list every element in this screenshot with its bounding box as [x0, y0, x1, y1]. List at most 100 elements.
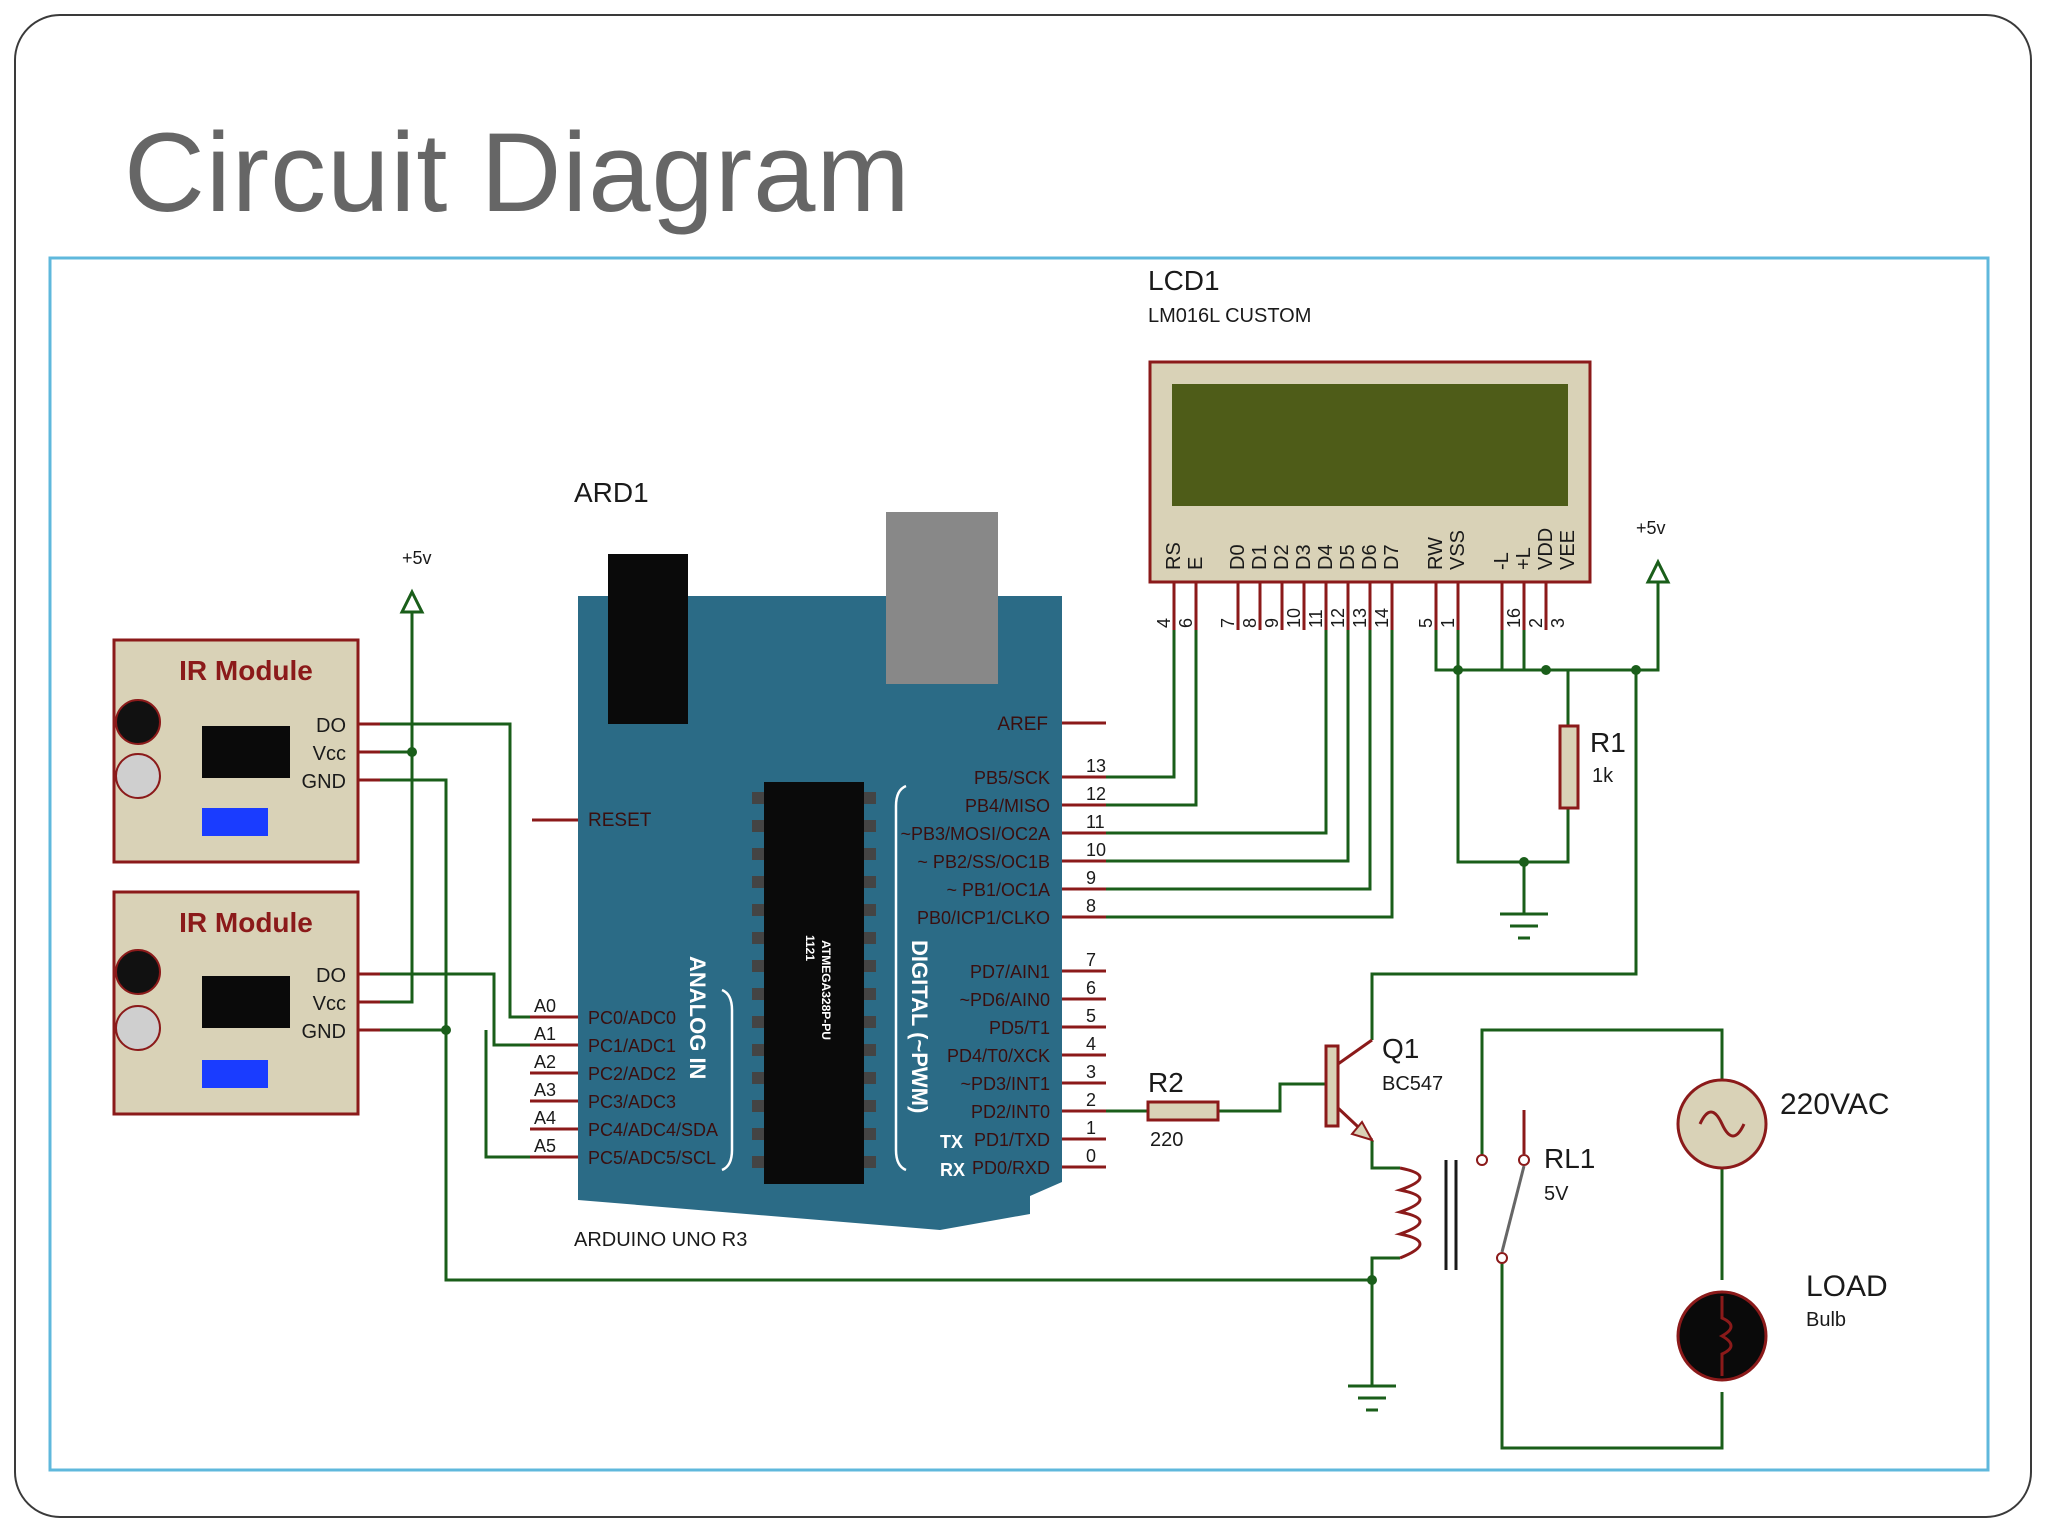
- r2-body: [1146, 1100, 1220, 1122]
- bulb-filament: [1718, 1296, 1733, 1376]
- analog-header: ANALOG IN: [685, 956, 710, 1079]
- ac-sine: [1698, 1110, 1746, 1138]
- lcd-pin-label: D4: [1315, 544, 1337, 570]
- load-bulb: LOAD Bulb: [1676, 1270, 1888, 1382]
- slide-title: Circuit Diagram: [124, 110, 911, 235]
- ir-trimmer: [202, 808, 268, 836]
- ir-emitter: [115, 949, 161, 995]
- arduino-board-name: ARDUINO UNO R3: [574, 1229, 747, 1251]
- lcd-pin-number: 13: [1350, 608, 1370, 628]
- lcd-ref: LCD1: [1148, 265, 1220, 296]
- relay-ref: RL1: [1544, 1143, 1595, 1174]
- lcd-module: LCD1 LM016L CUSTOM RS E D0 D1 D2 D3 D4 D…: [1148, 265, 1592, 630]
- digital-pin-label: PD7/AIN1: [970, 962, 1050, 982]
- r2-ref: R2: [1148, 1067, 1184, 1098]
- wires: [380, 582, 1724, 1450]
- lcd-pin-label: E: [1185, 557, 1207, 570]
- lcd-pin-number: 14: [1372, 608, 1392, 628]
- relay-contact: [1476, 1154, 1488, 1166]
- analog-pin-number: A3: [534, 1080, 556, 1100]
- chip-pins: [752, 792, 876, 1168]
- analog-pin-leads: [530, 1015, 578, 1159]
- analog-pin-number: A4: [534, 1108, 556, 1128]
- ac-label: 220VAC: [1780, 1088, 1890, 1121]
- analog-pin-number: A0: [534, 996, 556, 1016]
- analog-pin-number: A2: [534, 1052, 556, 1072]
- analog-pin-label: PC2/ADC2: [588, 1064, 676, 1084]
- lcd-pin-number: 2: [1526, 618, 1546, 628]
- digital-pin-label: PB0/ICP1/CLKO: [917, 908, 1050, 928]
- lcd-pin-number: 10: [1284, 608, 1304, 628]
- digital-pin-number: 13: [1086, 756, 1106, 776]
- lcd-pin-label: D7: [1381, 544, 1403, 570]
- power-label: +5v: [1636, 518, 1666, 538]
- digital-pins: PB5/SCK PB4/MISO ~PB3/MOSI/OC2A ~ PB2/SS…: [900, 768, 1050, 1178]
- ir-pin-label: DO: [316, 965, 346, 987]
- digital-pin-label: PB5/SCK: [974, 768, 1050, 788]
- rx-label: RX: [940, 1160, 965, 1180]
- digital-pin-numbers: 13 12 11 10 9 8 7 6 5 4 3 2 1 0: [1086, 756, 1106, 1166]
- ir-pin-label: GND: [302, 1021, 346, 1043]
- digital-pin-number: 7: [1086, 950, 1096, 970]
- ir-module-2: IR Module DO Vcc GND: [112, 890, 360, 1116]
- digital-pin-label: PD4/T0/XCK: [947, 1046, 1050, 1066]
- digital-pin-leads: [1062, 775, 1106, 1169]
- lcd-pin-label: VEE: [1557, 530, 1579, 570]
- ir-pin-leads: [358, 722, 380, 1032]
- lcd-pin-number: 8: [1240, 618, 1260, 628]
- relay-contact: [1496, 1252, 1508, 1264]
- lcd-pin-label: -L: [1491, 552, 1513, 570]
- lcd-pin-number: 1: [1438, 618, 1458, 628]
- resistor-r2: R2 220: [1146, 1067, 1220, 1151]
- q1-base-bar: [1324, 1044, 1340, 1128]
- reset-label: RESET: [588, 810, 652, 831]
- lcd-pin-number: 7: [1218, 618, 1238, 628]
- digital-pin-label: ~PD3/INT1: [960, 1074, 1050, 1094]
- chip-name: ATMEGA328P-PU: [819, 940, 833, 1040]
- digital-pin-number: 2: [1086, 1090, 1096, 1110]
- relay-switch-arm: [1500, 1165, 1526, 1253]
- ac-source: 220VAC: [1676, 1078, 1890, 1170]
- r2-value: 220: [1150, 1129, 1183, 1151]
- digital-pin-number: 4: [1086, 1034, 1096, 1054]
- relay-coil: [1394, 1166, 1422, 1260]
- lcd-screen: [1172, 384, 1568, 506]
- ir-module-title: IR Module: [179, 655, 313, 686]
- lcd-pin-label: D6: [1359, 544, 1381, 570]
- lcd-pin-number: 11: [1306, 609, 1326, 628]
- ir-pin-label: Vcc: [313, 993, 346, 1015]
- ir-receiver: [115, 1005, 161, 1051]
- lcd-pin-label: D2: [1271, 544, 1293, 570]
- usb-connector: [886, 512, 998, 684]
- ir-pin-label: GND: [302, 771, 346, 793]
- lcd-model: LM016L CUSTOM: [1148, 305, 1311, 327]
- transistor-q1: Q1 BC547: [1324, 1033, 1443, 1142]
- digital-pin-label: PD2/INT0: [971, 1102, 1050, 1122]
- analog-pin-label: PC4/ADC4/SDA: [588, 1120, 718, 1140]
- lcd-pin-numbers: 4 6 7 8 9 10 11 12 13 14 5 1 16 2 3: [1154, 608, 1568, 628]
- lcd-pin-number: 16: [1504, 608, 1524, 628]
- digital-pin-label: PD5/T1: [989, 1018, 1050, 1038]
- lcd-pin-number: 9: [1262, 618, 1282, 628]
- analog-pin-numbers: A0 A1 A2 A3 A4 A5: [534, 996, 556, 1156]
- relay-rl1: RL1 5V: [1394, 1110, 1595, 1270]
- analog-pin-label: PC5/ADC5/SCL: [588, 1148, 716, 1168]
- analog-pin-label: PC0/ADC0: [588, 1008, 676, 1028]
- analog-pins: PC0/ADC0 PC1/ADC1 PC2/ADC2 PC3/ADC3 PC4/…: [588, 1008, 718, 1168]
- digital-pin-number: 1: [1086, 1118, 1096, 1138]
- ir-receiver: [115, 753, 161, 799]
- lcd-pin-number: 3: [1548, 618, 1568, 628]
- digital-pin-number: 8: [1086, 896, 1096, 916]
- resistor-r1: R1 1k: [1558, 724, 1626, 810]
- ir-module-1: IR Module DO Vcc GND: [112, 638, 360, 864]
- chip-date-code: 1121: [803, 935, 817, 961]
- digital-pin-label: ~ PB1/OC1A: [946, 880, 1050, 900]
- digital-pin-number: 12: [1086, 784, 1106, 804]
- lcd-pin-label: D3: [1293, 544, 1315, 570]
- ir-chip: [202, 726, 290, 778]
- digital-pin-number: 3: [1086, 1062, 1096, 1082]
- q1-ref: Q1: [1382, 1033, 1419, 1064]
- digital-pin-number: 0: [1086, 1146, 1096, 1166]
- ir-chip: [202, 976, 290, 1028]
